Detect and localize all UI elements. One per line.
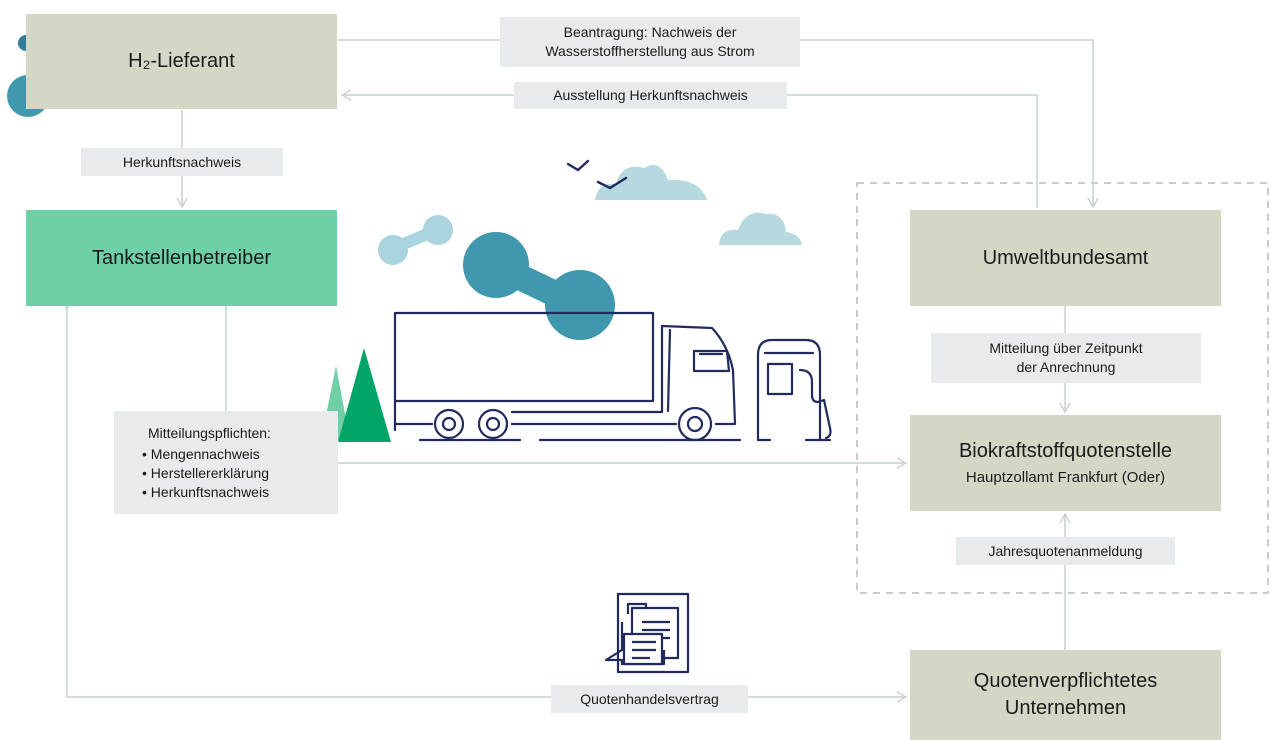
label-notice-line1: Mitteilung über Zeitpunkt bbox=[989, 340, 1143, 356]
box-h2-supplier: H₂-Lieferant bbox=[26, 14, 337, 109]
label-notice: Mitteilung über Zeitpunkt der Anrechnung bbox=[931, 333, 1201, 383]
box-obligated-company-line2: Unternehmen bbox=[1004, 697, 1127, 719]
label-application: Beantragung: Nachweis der Wasserstoffher… bbox=[500, 17, 800, 67]
truck-icon bbox=[393, 311, 742, 442]
duty-item: Herstellererklärung bbox=[142, 464, 269, 483]
cloud-icon bbox=[595, 164, 707, 200]
h2-molecule-icon-large bbox=[463, 232, 615, 340]
label-origin-certificate: Herkunftsnachweis bbox=[81, 148, 283, 176]
box-station-operator-label: Tankstellenbetreiber bbox=[92, 246, 271, 269]
box-umweltbundesamt: Umweltbundesamt bbox=[910, 210, 1221, 306]
fuel-pump-icon bbox=[756, 338, 832, 442]
label-application-line2: Wasserstoffherstellung aus Strom bbox=[545, 43, 755, 59]
box-h2-supplier-label: H₂-Lieferant bbox=[128, 50, 235, 72]
label-issue-certificate-text: Ausstellung Herkunftsnachweis bbox=[553, 87, 748, 103]
duty-item: Mengennachweis bbox=[142, 445, 260, 464]
label-annual-quota-text: Jahresquotenanmeldung bbox=[988, 542, 1143, 559]
box-station-operator: Tankstellenbetreiber bbox=[26, 210, 337, 306]
duty-item: Herkunftsnachweis bbox=[142, 483, 269, 502]
box-umweltbundesamt-label: Umweltbundesamt bbox=[982, 246, 1149, 269]
bird-icon bbox=[566, 159, 628, 190]
label-origin-certificate-text: Herkunftsnachweis bbox=[122, 153, 242, 170]
box-quota-office: Biokraftstoffquotenstelle Hauptzollamt F… bbox=[910, 415, 1221, 511]
label-notice-line2: der Anrechnung bbox=[1016, 359, 1116, 375]
box-obligated-company: Quotenverpflichtetes Unternehmen bbox=[910, 650, 1221, 740]
label-trade-contract-text: Quotenhandelsvertrag bbox=[580, 690, 719, 707]
box-quota-office-title: Biokraftstoffquotenstelle bbox=[958, 439, 1173, 462]
label-reporting-duties: Mitteilungspflichten: Mengennachweis Her… bbox=[114, 411, 338, 514]
label-issue-certificate: Ausstellung Herkunftsnachweis bbox=[514, 82, 787, 109]
box-quota-office-subtitle: Hauptzollamt Frankfurt (Oder) bbox=[965, 468, 1166, 486]
cloud-icon-2 bbox=[719, 212, 802, 245]
label-application-line1: Beantragung: Nachweis der bbox=[563, 24, 737, 40]
box-obligated-company-line1: Quotenverpflichtetes bbox=[973, 670, 1158, 692]
document-icon bbox=[604, 592, 690, 674]
h2-molecule-icon-light bbox=[378, 215, 453, 265]
label-reporting-duties-title: Mitteilungspflichten: bbox=[148, 424, 271, 441]
label-trade-contract: Quotenhandelsvertrag bbox=[551, 685, 748, 713]
label-annual-quota: Jahresquotenanmeldung bbox=[956, 537, 1175, 565]
